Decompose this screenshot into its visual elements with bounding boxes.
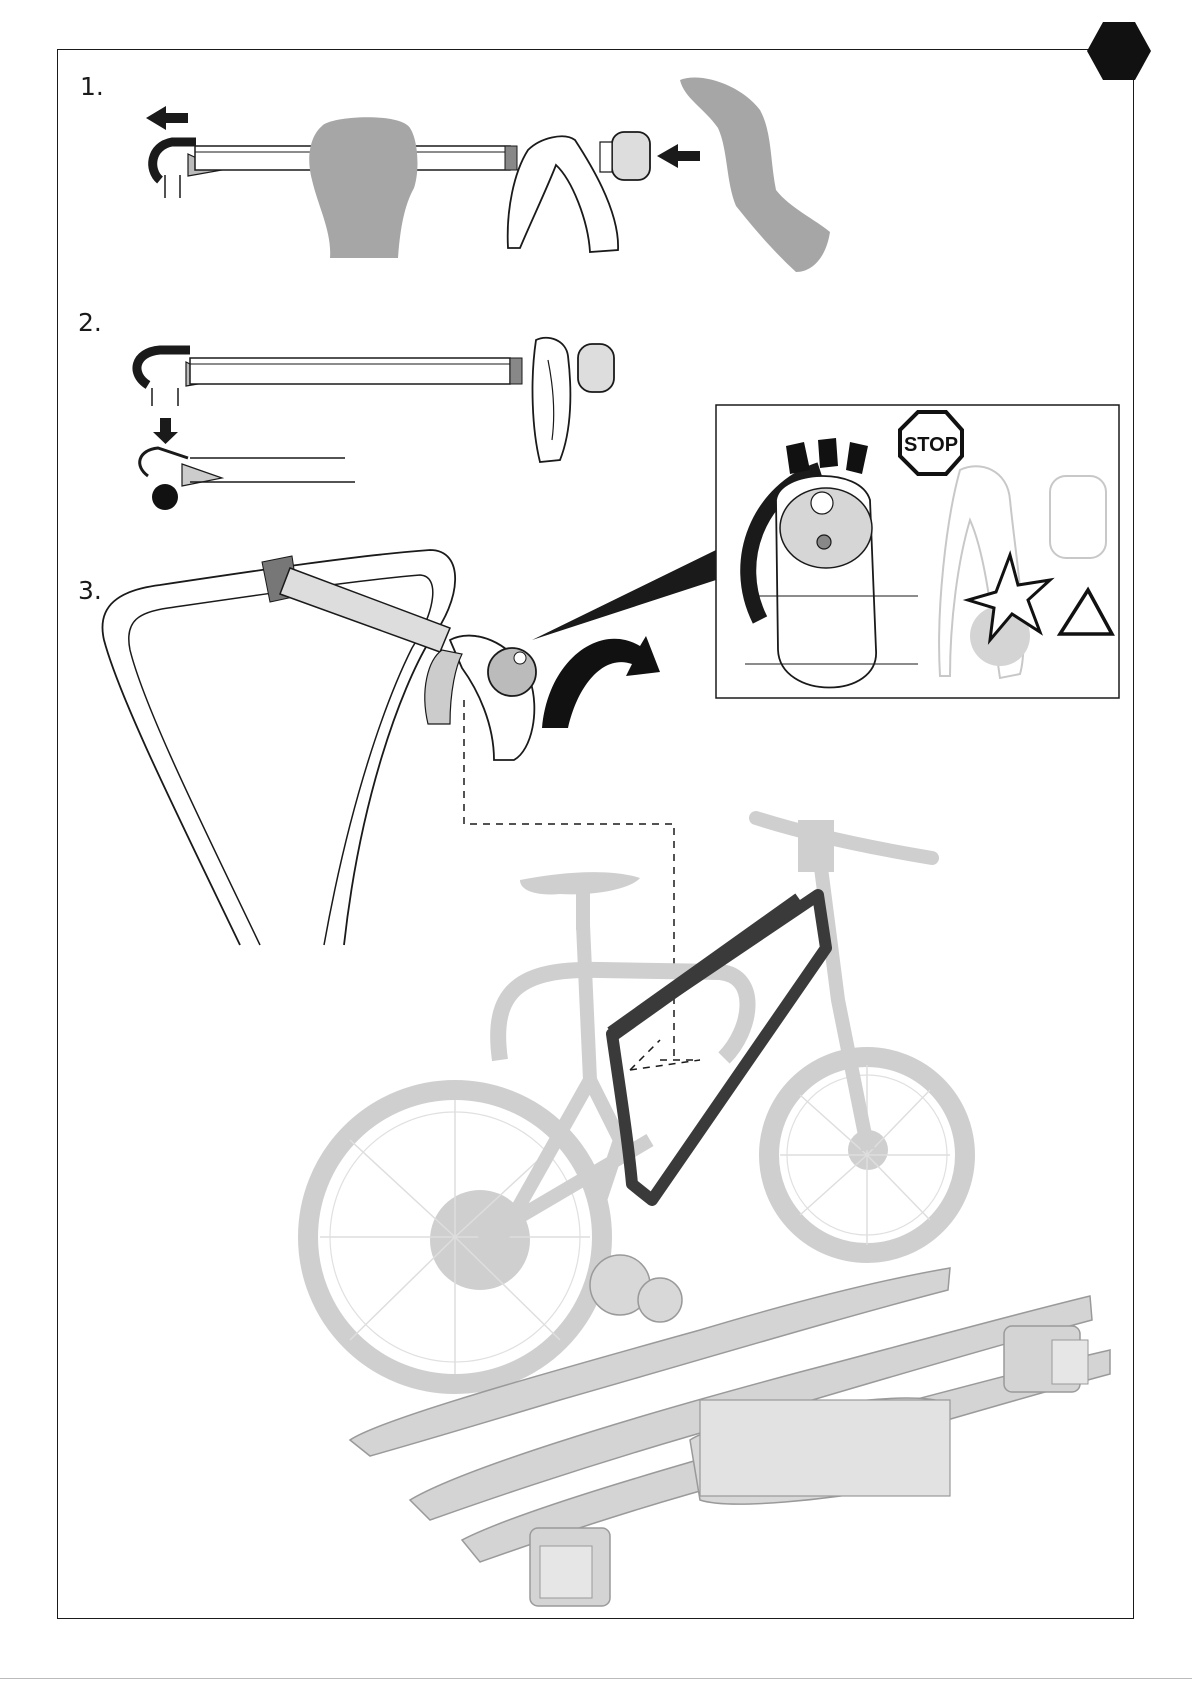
bike-carrier-illustration: [308, 818, 1110, 1606]
arrow-down-icon: [153, 418, 178, 444]
hand-fist: [309, 117, 417, 258]
bike-handlebar: [756, 818, 932, 858]
knob: [488, 648, 536, 696]
arm-tube: [190, 358, 510, 384]
rotate-arrow-icon: [542, 636, 660, 728]
arrow-left-icon: [657, 144, 700, 168]
step-1-illustration: [146, 78, 830, 272]
page-bottom-rule: [0, 1678, 1192, 1679]
ball-marker: [152, 484, 178, 510]
hook-open: [140, 448, 188, 476]
hook: [137, 350, 190, 385]
claw: [533, 338, 571, 462]
step-2-illustration: [137, 338, 614, 510]
bike-frame-outline: [102, 550, 455, 945]
callout-box: STOP: [716, 405, 1119, 698]
hand-open: [680, 78, 830, 272]
knob: [578, 344, 614, 392]
arrow-left-icon: [146, 106, 188, 130]
stop-sign-text: STOP: [904, 434, 958, 456]
knob: [612, 132, 650, 180]
step-3-illustration: [102, 550, 716, 1060]
